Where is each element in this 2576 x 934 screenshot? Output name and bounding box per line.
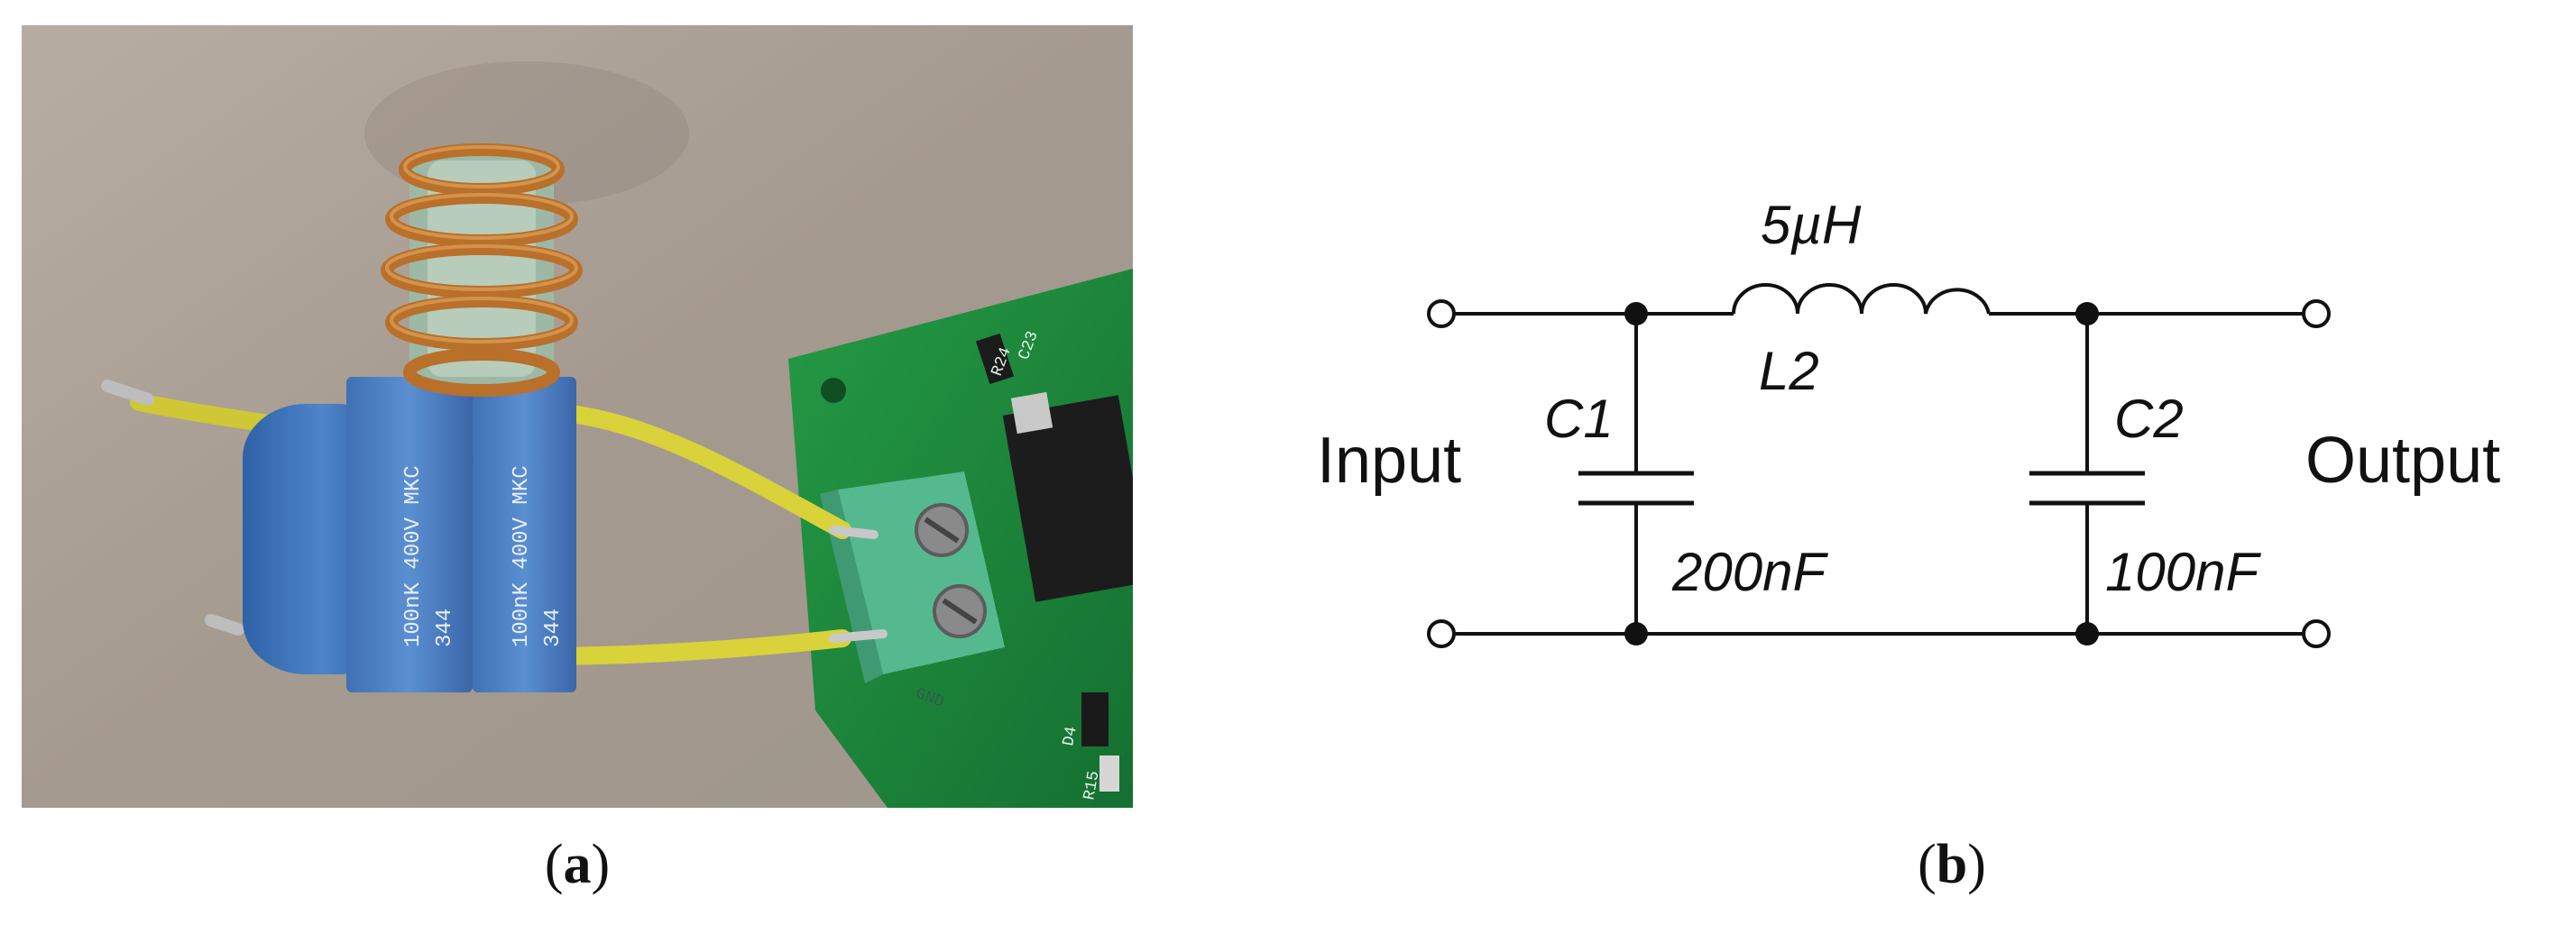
output-label: Output	[2305, 425, 2500, 497]
film-capacitor-2: 100nK 400V MKC 344	[473, 377, 576, 692]
input-terminal-bottom	[1427, 619, 1456, 648]
c1-value: 200nF	[1671, 542, 1828, 602]
caption-b: (b)	[1817, 833, 2087, 897]
caption-a-letter: a	[563, 834, 592, 895]
output-terminal-top	[2302, 299, 2331, 328]
c2-value: 100nF	[2105, 542, 2261, 602]
junction-dot	[2075, 302, 2099, 325]
input-label: Input	[1317, 425, 1461, 497]
circuit-wires	[1454, 312, 2304, 636]
cap1-code: 344	[433, 609, 457, 647]
filter-photo: C23 R24 D4 R15 GND	[22, 25, 1133, 808]
toroidal-inductor	[381, 143, 583, 397]
input-terminal-top	[1427, 299, 1456, 328]
junction-dot	[1624, 302, 1648, 325]
junction-dots	[1624, 302, 2099, 646]
lc-filter-circuit: Input Output 5µH L2 C1 200nF C2 100nF	[1317, 195, 2500, 648]
caption-b-letter: b	[1936, 834, 1968, 895]
filter-photo-illustration: C23 R24 D4 R15 GND	[22, 25, 1133, 808]
inductor-value: 5µH	[1761, 195, 1862, 255]
pcb-label-d4: D4	[1060, 725, 1081, 747]
c2-name: C2	[2114, 389, 2184, 449]
c1-name: C1	[1544, 389, 1614, 449]
junction-dot	[2075, 622, 2099, 646]
film-capacitor-1: 100nK 400V MKC 344	[346, 377, 473, 692]
cap2-marking: 100nK 400V MKC	[510, 465, 534, 647]
cap2-code: 344	[541, 609, 566, 647]
caption-a-open: (	[544, 834, 564, 895]
capacitor-c1-symbol	[1578, 471, 1694, 506]
terminals	[1427, 299, 2331, 648]
filter-schematic: Input Output 5µH L2 C1 200nF C2 100nF	[1290, 180, 2571, 757]
output-terminal-bottom	[2302, 619, 2331, 648]
capacitor-c2-symbol	[2029, 471, 2145, 506]
junction-dot	[1624, 622, 1648, 646]
caption-a: (a)	[442, 833, 713, 897]
inductor-l2-symbol	[1732, 283, 1991, 315]
caption-b-open: (	[1918, 834, 1937, 895]
caption-b-close: )	[1967, 834, 1986, 895]
caption-a-close: )	[591, 834, 611, 895]
cap1-marking: 100nK 400V MKC	[401, 465, 426, 647]
inductor-name: L2	[1759, 341, 1819, 401]
